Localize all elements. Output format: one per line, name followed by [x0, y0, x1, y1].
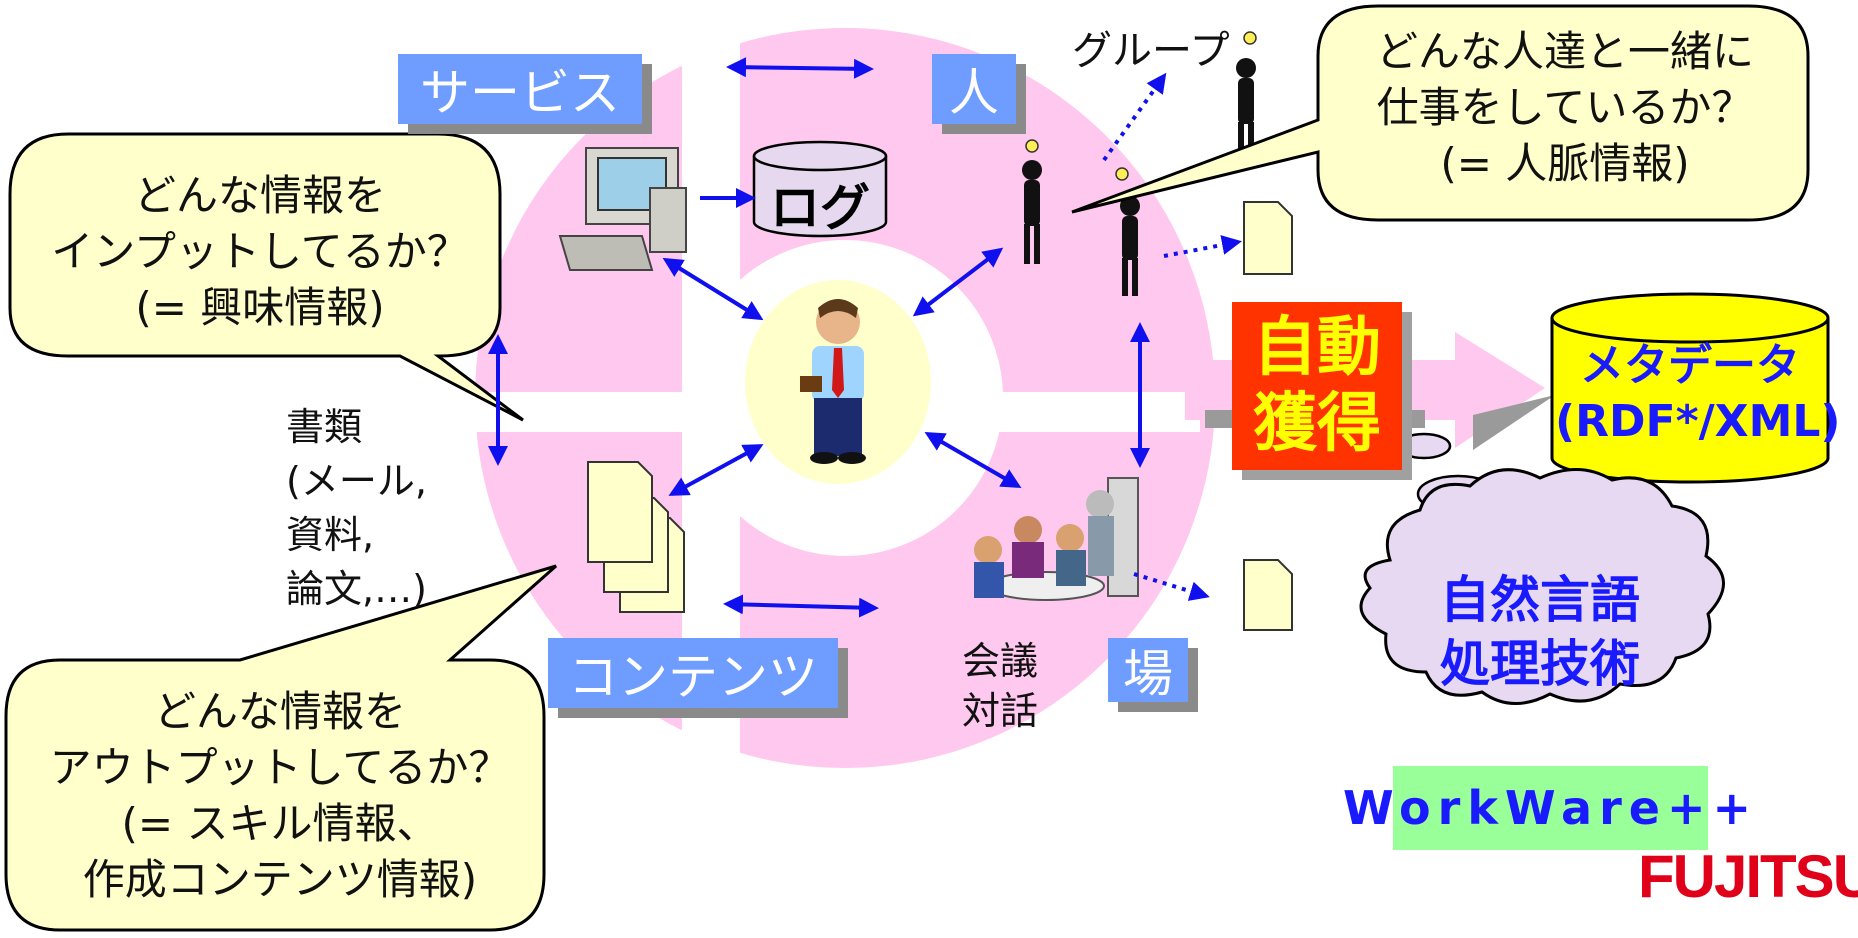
callout-line: アウトプットしてるか？ [49, 743, 511, 792]
nlp-line: 自然言語 [1440, 571, 1640, 629]
meeting-line: 会議 [962, 639, 1039, 683]
callout-line: どんな人達と一緒に [1375, 27, 1754, 76]
callout-line: 作成コンテンツ情報) [82, 855, 478, 904]
nlp-line: 処理技術 [1440, 635, 1640, 693]
service-label: サービス [398, 54, 642, 124]
person-silhouette-icon [1022, 58, 1256, 296]
group-label: グループ [1072, 28, 1230, 74]
workware-badge: WorkWare++ [1343, 766, 1751, 850]
documents-label: 書類 (メール, 資料, 論文,…) [286, 400, 427, 616]
meeting-label: 会議 対話 [962, 636, 1038, 736]
callout-line: (= スキル情報、 [121, 799, 439, 848]
person-center-icon [800, 299, 866, 464]
documents-line: 書類 [286, 405, 363, 449]
metadata-line: (RDF*/XML) [1555, 396, 1841, 447]
person-label: 人 [932, 54, 1016, 124]
document-stack-icon [587, 461, 685, 613]
lightbulb-icon [1025, 31, 1257, 181]
metadata-label: メタデータ (RDF*/XML) [1555, 338, 1841, 450]
metadata-line: メタデータ [1580, 340, 1800, 391]
computer-icon [558, 147, 687, 271]
dotted-arrows [1102, 72, 1242, 601]
contents-label: コンテンツ [548, 638, 838, 708]
callout-line: (= 人脈情報) [1440, 139, 1690, 188]
auto-acquire-box: 自動 獲得 [1232, 302, 1402, 470]
callout-input-text: どんな情報を インプットしてるか？ (= 興味情報) [30, 168, 490, 336]
auto-acquire-line: 獲得 [1253, 387, 1381, 461]
callout-people-text: どんな人達と一緒に 仕事をしているか？ (= 人脈情報) [1330, 24, 1800, 192]
place-label: 場 [1108, 638, 1188, 703]
metadata-database-icon [1550, 292, 1830, 484]
callout-people-bubble [1071, 4, 1810, 222]
fujitsu-logo: FUJITSU [1638, 843, 1858, 910]
callout-input-bubble [8, 132, 524, 422]
callout-line: インプットしてるか？ [51, 227, 469, 276]
log-label: ログ [770, 179, 870, 237]
callout-line: (= 興味情報) [135, 283, 385, 332]
connector-arrows [488, 57, 1150, 618]
nlp-label: 自然言語 処理技術 [1390, 568, 1690, 696]
documents-line: (メール, [286, 459, 427, 503]
callout-line: どんな情報を [153, 687, 406, 736]
nlp-cloud [1359, 468, 1725, 705]
callout-output-text: どんな情報を アウトプットしてるか？ (= スキル情報、 作成コンテンツ情報) [20, 684, 540, 908]
documents-line: 資料, [286, 513, 375, 557]
callout-line: どんな情報を [133, 171, 386, 220]
document-icon [1243, 201, 1293, 631]
meeting-group-icon [974, 477, 1139, 601]
callout-output-bubble [4, 564, 557, 932]
auto-acquire-line: 自動 [1253, 311, 1381, 385]
log-database-icon [752, 140, 888, 238]
arrow-shadow-tip [1473, 395, 1555, 450]
callout-line: 仕事をしているか？ [1376, 83, 1754, 132]
documents-line: 論文,…) [286, 567, 427, 611]
meeting-line: 対話 [962, 689, 1039, 733]
